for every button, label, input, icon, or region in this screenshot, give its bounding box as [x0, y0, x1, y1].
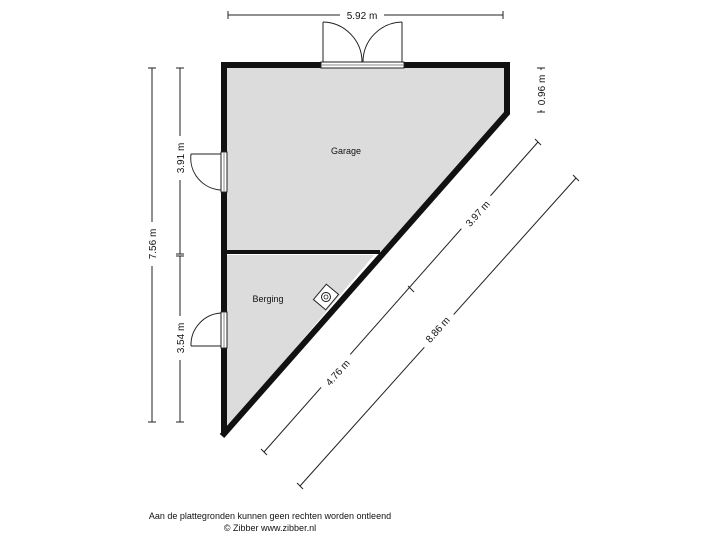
footer-disclaimer: Aan de plattegronden kunnen geen rechten… — [148, 511, 392, 521]
footer-copyright: © Zibber www.zibber.nl — [223, 523, 317, 533]
dim-left-upper: 3.91 m — [172, 67, 188, 255]
dim-top: 5.92 m — [227, 8, 504, 22]
dim-left-upper-label: 3.91 m — [176, 143, 187, 174]
double-door — [320, 21, 405, 69]
side-door-garage — [190, 151, 228, 193]
dim-right-label: 0.96 m — [537, 75, 548, 106]
dim-top-label: 5.92 m — [347, 11, 378, 22]
dim-left-total: 7.56 m — [144, 67, 160, 423]
garage-floor — [226, 67, 505, 252]
room-label-berging: Berging — [252, 294, 283, 304]
boiler-icon — [312, 283, 340, 311]
dim-left-lower: 3.54 m — [172, 255, 188, 423]
dim-right: 0.96 m — [534, 67, 548, 113]
side-door-berging — [190, 311, 228, 349]
room-label-garage: Garage — [331, 146, 361, 156]
outer-walls — [219, 62, 511, 438]
dim-left-total-label: 7.56 m — [148, 229, 159, 260]
dim-left-lower-label: 3.54 m — [176, 323, 187, 354]
